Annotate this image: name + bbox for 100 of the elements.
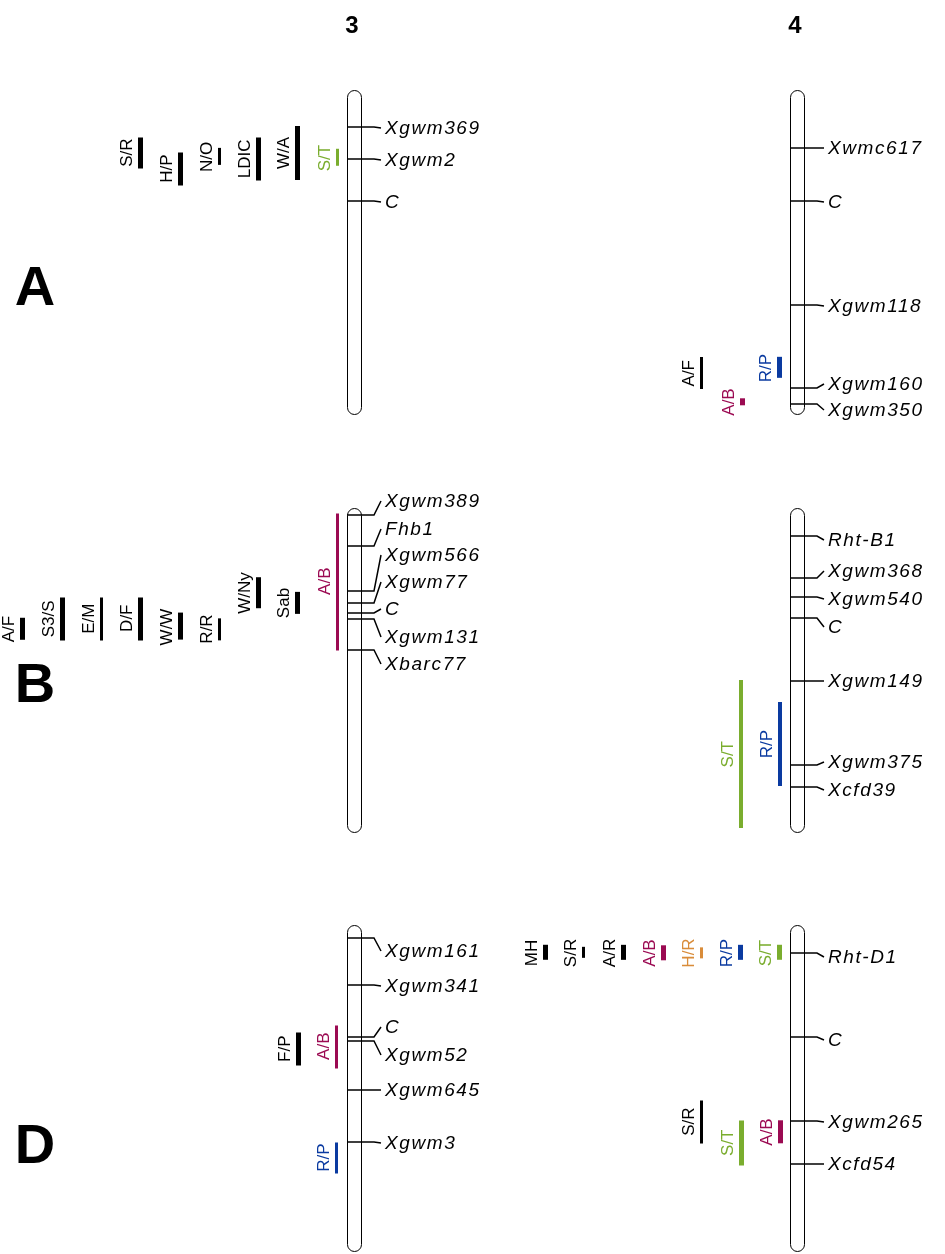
leader-line [346, 1026, 382, 1038]
column-heading: 3 [345, 11, 359, 39]
marker-label: C [385, 192, 401, 212]
marker-label: Xgwm375 [828, 752, 924, 772]
marker-label: Xcfd39 [828, 780, 897, 800]
marker-label: Xgwm341 [385, 976, 481, 996]
qtl-label: R/P [757, 353, 774, 382]
marker-label: Xbarc77 [385, 654, 467, 674]
marker-label: Xgwm540 [828, 589, 924, 609]
marker-label: Xcfd54 [828, 1154, 897, 1174]
leader-line [346, 608, 382, 614]
qtl-label: W/W [158, 608, 175, 645]
leader-line [789, 952, 825, 958]
leader-line [346, 984, 382, 987]
leader-line [346, 200, 382, 203]
leader-line [789, 761, 825, 766]
leader-line [789, 617, 825, 628]
row-heading: D [14, 1110, 56, 1176]
qtl-label: A/F [680, 359, 697, 387]
qtl-label: E/M [80, 603, 97, 634]
leader-line [789, 200, 825, 203]
marker-label: Xgwm2 [385, 150, 457, 170]
leader-line [789, 570, 825, 579]
leader-line [789, 786, 825, 791]
row-heading: B [14, 649, 56, 715]
marker-label: Xgwm161 [385, 941, 481, 961]
leader-line [789, 596, 825, 600]
leader-line [789, 403, 825, 411]
qtl-label: A/R [601, 938, 618, 967]
leader-line [789, 1036, 825, 1041]
marker-label: Xgwm369 [385, 118, 481, 138]
leader-line [346, 937, 382, 952]
row-heading: A [14, 252, 56, 318]
qtl-label: A/F [0, 615, 17, 643]
qtl-label: W/Ny [236, 571, 253, 614]
qtl-label: S/R [562, 938, 579, 967]
leader-line [346, 1141, 382, 1144]
qtl-label: H/R [680, 937, 697, 968]
qtl-label: Sab [275, 587, 292, 619]
leader-line [346, 618, 382, 638]
marker-label: Xgwm160 [828, 374, 924, 394]
qtl-label: A/B [720, 387, 737, 416]
leader-line [789, 383, 825, 389]
qtl-label: S/R [118, 138, 135, 167]
marker-label: Xgwm265 [828, 1112, 924, 1132]
leader-line [346, 500, 382, 516]
marker-label: Xgwm645 [385, 1080, 481, 1100]
qtl-label: A/B [758, 1117, 775, 1146]
marker-label: Xgwm3 [385, 1133, 457, 1153]
qtl-label: MH [523, 939, 540, 966]
leader-line [346, 649, 382, 665]
leader-line [346, 126, 382, 129]
marker-label: Xgwm131 [385, 627, 481, 647]
leader-line [346, 554, 382, 592]
marker-label: C [828, 617, 844, 637]
leader-line [346, 1089, 382, 1091]
qtl-label: A/B [641, 938, 658, 967]
qtl-label: R/P [718, 938, 735, 967]
leader-line [789, 304, 825, 307]
marker-label: Rht-D1 [828, 947, 898, 967]
qtl-label: N/O [198, 141, 215, 172]
leader-line [789, 147, 825, 149]
marker-label: Fhb1 [385, 519, 435, 539]
qtl-label: A/B [316, 567, 333, 596]
marker-label: Xgwm368 [828, 561, 924, 581]
qtl-label: LDIC [236, 139, 253, 178]
qtl-label: D/F [118, 604, 135, 633]
marker-label: C [385, 599, 401, 619]
marker-label: C [385, 1017, 401, 1037]
leader-line [789, 1120, 825, 1123]
marker-label: Xgwm52 [385, 1045, 469, 1065]
leader-line [789, 680, 825, 682]
column-heading: 4 [788, 11, 802, 39]
qtl-label: S/T [719, 740, 736, 768]
marker-label: Xgwm77 [385, 572, 469, 592]
qtl-label: H/P [158, 154, 175, 183]
qtl-label: S/T [719, 1129, 736, 1156]
qtl-label: R/P [315, 1143, 332, 1172]
qtl-label: R/P [758, 729, 775, 759]
marker-label: Xgwm350 [828, 400, 924, 420]
marker-label: C [828, 1030, 844, 1050]
qtl-label: S/T [316, 144, 333, 171]
leader-line [346, 528, 382, 547]
marker-label: Rht-B1 [828, 530, 897, 550]
qtl-label: S3/S [40, 600, 57, 637]
marker-label: Xgwm149 [828, 671, 924, 691]
qtl-label: S/R [680, 1107, 697, 1136]
qtl-label: R/R [198, 614, 215, 644]
leader-line [346, 158, 382, 161]
marker-label: Xgwm566 [385, 545, 481, 565]
marker-label: Xwmc617 [828, 138, 923, 158]
qtl-label: A/B [315, 1032, 332, 1061]
leader-line [346, 1040, 382, 1056]
marker-label: Xgwm389 [385, 491, 481, 511]
qtl-label: W/A [275, 136, 292, 170]
marker-label: C [828, 192, 844, 212]
qtl-label: F/P [276, 1035, 293, 1062]
leader-line [789, 1163, 825, 1165]
leader-line [346, 581, 382, 604]
leader-line [789, 535, 825, 541]
